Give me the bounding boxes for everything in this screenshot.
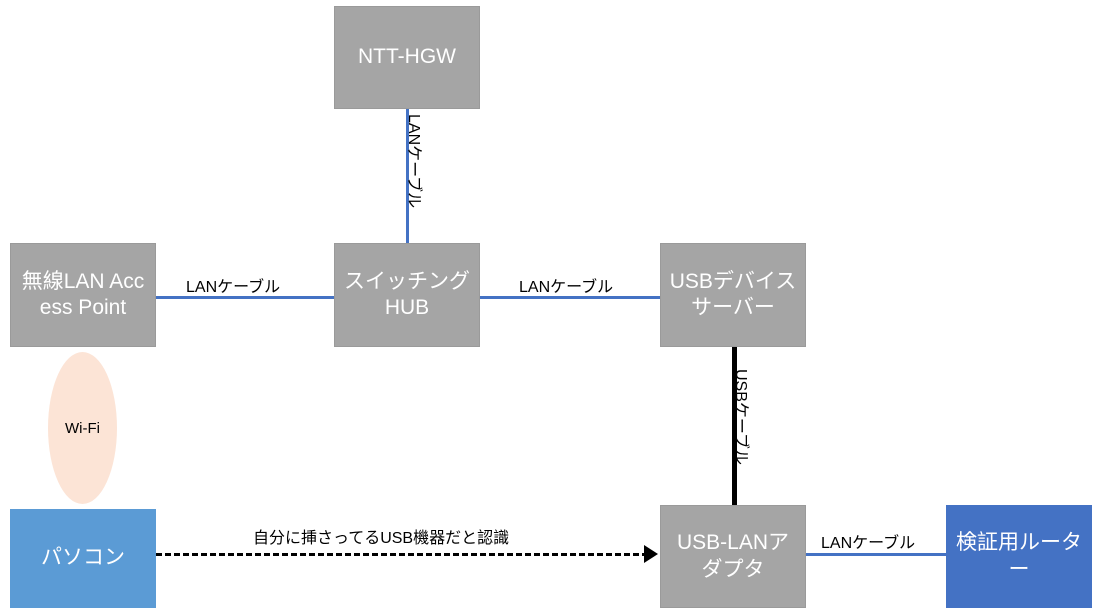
node-wireless-ap[interactable]: 無線LAN Access Point	[10, 243, 156, 347]
link-label-hgw-to-hub: LANケーブル	[405, 114, 422, 209]
node-label-ntt-hgw: NTT-HGW	[358, 45, 456, 69]
node-ntt-hgw[interactable]: NTT-HGW	[334, 6, 480, 109]
link-label-hub-to-usbserver: LANケーブル	[519, 279, 614, 296]
link-label-usbserver-to-adapter: USBケーブル	[732, 369, 749, 465]
arrow-head-icon	[644, 545, 658, 563]
link-label-ap-to-hub: LANケーブル	[186, 279, 281, 296]
node-pc[interactable]: パソコン	[10, 509, 156, 608]
node-switching-hub[interactable]: スイッチングHUB	[334, 243, 480, 347]
link-ap-to-hub	[156, 296, 338, 299]
link-usbserver-to-adapter	[732, 346, 737, 510]
node-test-router[interactable]: 検証用ルーター	[946, 505, 1092, 608]
node-label-usb-device-server: USBデバイスサーバー	[669, 269, 797, 319]
node-label-switching-hub: スイッチングHUB	[344, 269, 470, 319]
node-usb-lan-adapter[interactable]: USB-LANアダプタ	[660, 505, 806, 608]
node-usb-device-server[interactable]: USBデバイスサーバー	[660, 243, 806, 347]
node-label-test-router: 検証用ルーター	[956, 531, 1082, 581]
node-label-usb-lan-adapter: USB-LANアダプタ	[676, 531, 790, 581]
wifi-cloud: Wi-Fi	[48, 352, 117, 504]
link-hub-to-usbserver	[478, 296, 662, 299]
node-label-wireless-ap: 無線LAN Access Point	[21, 269, 145, 319]
link-pc-to-adapter	[156, 553, 648, 556]
link-hgw-to-hub	[406, 108, 409, 248]
link-label-pc-to-adapter: 自分に挿さってるUSB機器だと認識	[253, 530, 510, 547]
link-adapter-to-router	[806, 553, 946, 556]
link-label-adapter-to-router: LANケーブル	[821, 535, 916, 552]
wifi-label: Wi-Fi	[65, 419, 100, 437]
node-label-pc: パソコン	[41, 546, 125, 570]
